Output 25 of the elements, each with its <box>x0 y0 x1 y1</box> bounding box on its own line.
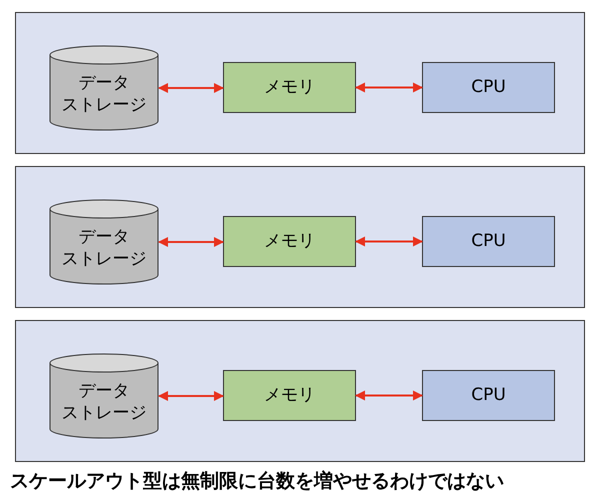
memory-box <box>223 370 356 421</box>
double-arrow <box>158 83 224 93</box>
server-panel <box>15 166 585 308</box>
node-label: メモリ <box>264 384 315 407</box>
server-panel <box>15 12 585 154</box>
cpu-box <box>422 370 555 421</box>
server-panel <box>15 320 585 462</box>
node-label: CPU <box>471 384 506 407</box>
node-label: メモリ <box>264 76 315 99</box>
double-arrow <box>355 236 423 246</box>
memory-box <box>223 216 356 267</box>
double-arrow <box>355 82 423 92</box>
node-label: CPU <box>471 230 506 253</box>
caption: スケールアウト型は無制限に台数を増やせるわけではない <box>10 469 504 494</box>
node-label: データストレージ <box>60 380 148 424</box>
double-arrow <box>355 390 423 400</box>
cpu-box <box>422 62 555 113</box>
node-label: CPU <box>471 76 506 99</box>
cpu-box <box>422 216 555 267</box>
memory-box <box>223 62 356 113</box>
node-label: データストレージ <box>60 72 148 116</box>
double-arrow <box>158 237 224 247</box>
node-label: メモリ <box>264 230 315 253</box>
double-arrow <box>158 391 224 401</box>
node-label: データストレージ <box>60 226 148 270</box>
